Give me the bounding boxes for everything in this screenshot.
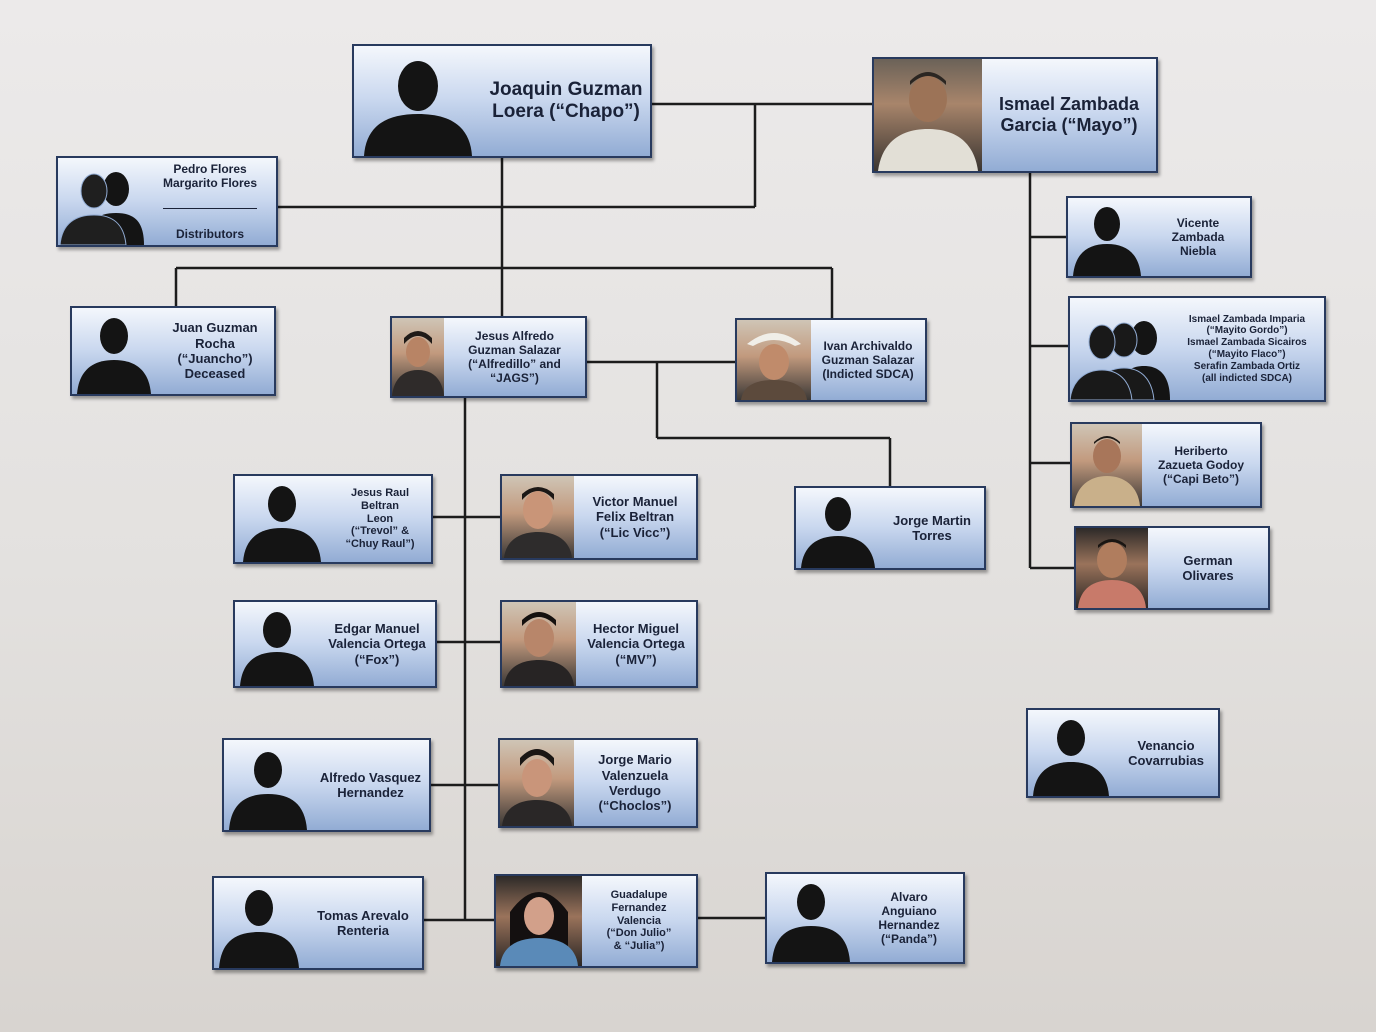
card-label: Jorge Mario Valenzuela Verdugo (“Choclos… bbox=[598, 752, 672, 814]
card-alfredo-vasquez-hernandez: Alfredo Vasquez Hernandez bbox=[222, 738, 431, 832]
person-silhouette-icon bbox=[1068, 198, 1146, 276]
card-label: Venancio Covarrubias bbox=[1128, 737, 1204, 768]
role-text: Distributors bbox=[175, 227, 244, 242]
card-joaquin-guzman-loera: Joaquin Guzman Loera (“Chapo”) bbox=[352, 44, 652, 158]
card-label: Jesus Raul Beltran Leon (“Trevol” & “Chu… bbox=[345, 486, 415, 551]
card-label: Vicente Zambada Niebla bbox=[1171, 215, 1225, 259]
group-silhouette-icon bbox=[1070, 298, 1170, 400]
person-silhouette-icon bbox=[354, 46, 482, 156]
card-hector-miguel-valencia-ortega: Hector Miguel Valencia Ortega (“MV”) bbox=[500, 600, 698, 688]
card-juan-guzman-rocha: Juan Guzman Rocha (“Juancho”) Deceased bbox=[70, 306, 276, 396]
person-silhouette-icon bbox=[214, 878, 304, 968]
person-silhouette-icon bbox=[796, 488, 880, 568]
card-alvaro-anguiano-hernandez: Alvaro Anguiano Hernandez (“Panda”) bbox=[765, 872, 965, 964]
group-silhouette-icon bbox=[58, 158, 144, 245]
names-text: Pedro Flores Margarito Flores bbox=[162, 161, 258, 190]
card-label: German Olivares bbox=[1182, 552, 1234, 583]
photo-portrait bbox=[392, 318, 444, 396]
card-jesus-alfredo-guzman-salazar: Jesus Alfredo Guzman Salazar (“Alfredill… bbox=[390, 316, 587, 398]
card-edgar-manuel-valencia-ortega: Edgar Manuel Valencia Ortega (“Fox”) bbox=[233, 600, 437, 688]
card-heriberto-zazueta-godoy: Heriberto Zazueta Godoy (“Capi Beto”) bbox=[1070, 422, 1262, 508]
card-label: Ivan Archivaldo Guzman Salazar (Indicted… bbox=[821, 338, 915, 382]
card-label: Alfredo Vasquez Hernandez bbox=[319, 769, 422, 800]
card-label: Juan Guzman Rocha (“Juancho”) Deceased bbox=[172, 320, 258, 382]
photo-portrait bbox=[502, 476, 574, 558]
card-label: Jesus Alfredo Guzman Salazar (“Alfredill… bbox=[468, 328, 561, 386]
photo-portrait bbox=[502, 602, 576, 686]
card-tomas-arevalo-renteria: Tomas Arevalo Renteria bbox=[212, 876, 424, 970]
card-label: Ismael Zambada Garcia (“Mayo”) bbox=[998, 93, 1140, 135]
card-label: Ismael Zambada Imparia (“Mayito Gordo”) … bbox=[1187, 313, 1307, 384]
card-zambada-sons: Ismael Zambada Imparia (“Mayito Gordo”) … bbox=[1068, 296, 1326, 402]
photo-portrait bbox=[1076, 528, 1148, 608]
card-ismael-zambada-garcia: Ismael Zambada Garcia (“Mayo”) bbox=[872, 57, 1158, 173]
card-label: Victor Manuel Felix Beltran (“Lic Vicc”) bbox=[592, 494, 678, 540]
card-label: Guadalupe Fernandez Valencia (“Don Julio… bbox=[606, 888, 672, 953]
person-silhouette-icon bbox=[224, 740, 312, 830]
photo-portrait bbox=[874, 59, 982, 171]
card-venancio-covarrubias: Venancio Covarrubias bbox=[1026, 708, 1220, 798]
card-jorge-mario-valenzuela-verdugo: Jorge Mario Valenzuela Verdugo (“Choclos… bbox=[498, 738, 698, 828]
card-vicente-zambada-niebla: Vicente Zambada Niebla bbox=[1066, 196, 1252, 278]
card-label: Tomas Arevalo Renteria bbox=[317, 907, 409, 938]
card-jorge-martin-torres: Jorge Martin Torres bbox=[794, 486, 986, 570]
card-flores-distributors: Pedro Flores Margarito Flores Distributo… bbox=[56, 156, 278, 247]
card-victor-manuel-felix-beltran: Victor Manuel Felix Beltran (“Lic Vicc”) bbox=[500, 474, 698, 560]
person-silhouette-icon bbox=[72, 308, 156, 394]
photo-portrait bbox=[1072, 424, 1142, 506]
photo-portrait bbox=[496, 876, 582, 966]
separator-line bbox=[162, 208, 258, 210]
card-guadalupe-fernandez-valencia: Guadalupe Fernandez Valencia (“Don Julio… bbox=[494, 874, 698, 968]
card-label: Joaquin Guzman Loera (“Chapo”) bbox=[489, 78, 643, 122]
photo-portrait bbox=[500, 740, 574, 826]
card-label: Edgar Manuel Valencia Ortega (“Fox”) bbox=[328, 621, 426, 667]
card-jesus-raul-beltran-leon: Jesus Raul Beltran Leon (“Trevol” & “Chu… bbox=[233, 474, 433, 564]
card-label: Alvaro Anguiano Hernandez (“Panda”) bbox=[878, 889, 940, 947]
card-label: Jorge Martin Torres bbox=[892, 512, 971, 543]
person-silhouette-icon bbox=[1028, 710, 1114, 796]
person-silhouette-icon bbox=[235, 476, 329, 562]
card-ivan-archivaldo-guzman-salazar: Ivan Archivaldo Guzman Salazar (Indicted… bbox=[735, 318, 927, 402]
person-silhouette-icon bbox=[767, 874, 855, 962]
card-label: Hector Miguel Valencia Ortega (“MV”) bbox=[587, 621, 685, 667]
card-label: Pedro Flores Margarito Flores Distributo… bbox=[144, 158, 276, 245]
photo-portrait bbox=[737, 320, 811, 400]
card-label: Heriberto Zazueta Godoy (“Capi Beto”) bbox=[1157, 443, 1244, 487]
person-silhouette-icon bbox=[235, 602, 319, 686]
card-german-olivares: German Olivares bbox=[1074, 526, 1270, 610]
